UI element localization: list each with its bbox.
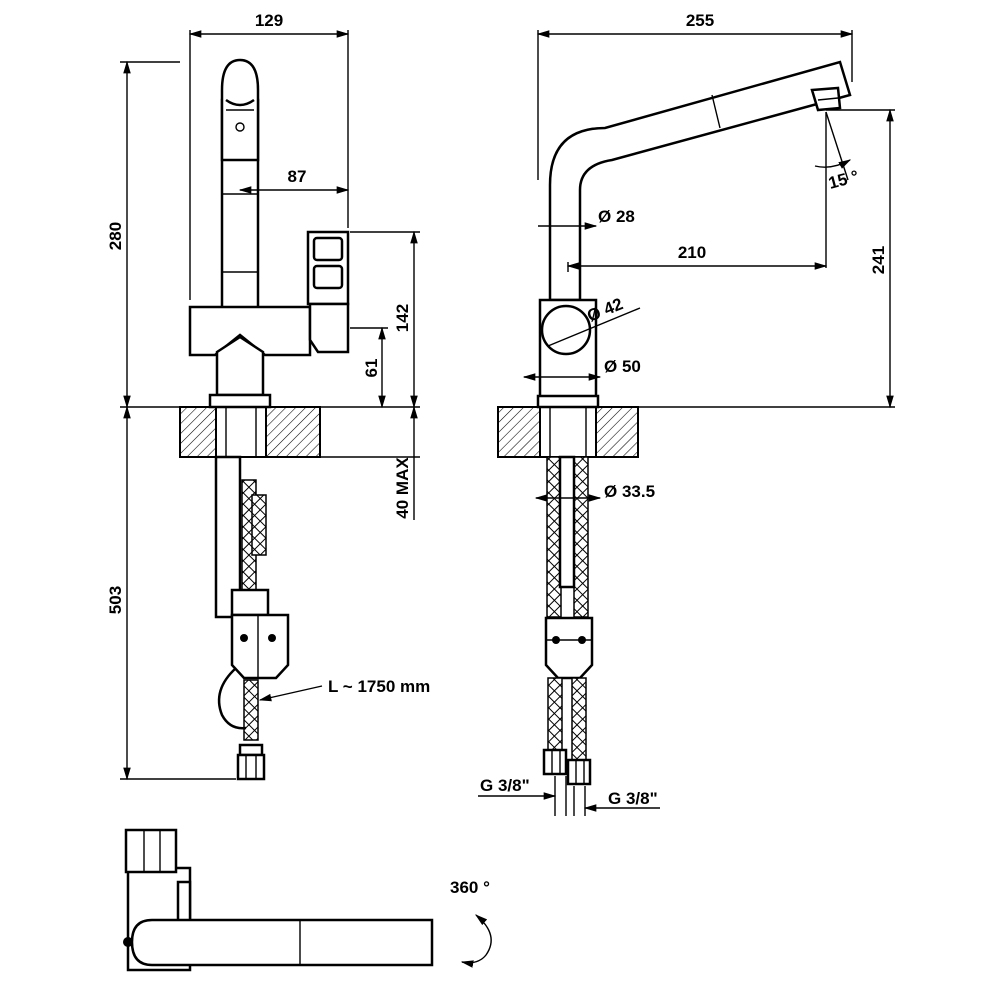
dim-dia-28: Ø 28 (598, 207, 635, 226)
side-view: 255 210 241 15 ° Ø 28 Ø 42 Ø 50 Ø 33.5 (478, 11, 895, 816)
hose-length-label: L ~ 1750 mm (328, 677, 430, 696)
dim-dia-50: Ø 50 (604, 357, 641, 376)
dim-129: 129 (255, 11, 283, 30)
dim-210: 210 (678, 243, 706, 262)
lever-handle (540, 304, 592, 356)
dim-280: 280 (106, 222, 125, 250)
dim-dia-33-5: Ø 33.5 (604, 482, 655, 501)
thread-label-right: G 3/8" (608, 789, 658, 808)
top-view: 360 ° (123, 828, 492, 972)
dim-87: 87 (288, 167, 307, 186)
front-view: 129 87 280 142 61 40 MAX 503 L ~ 1750 mm (106, 11, 430, 781)
thread-label-left: G 3/8" (480, 776, 530, 795)
dim-40-max: 40 MAX (393, 457, 412, 519)
angle-15: 15 ° (826, 167, 861, 193)
dim-142: 142 (393, 304, 412, 332)
dim-503: 503 (106, 586, 125, 614)
dim-61: 61 (362, 359, 381, 378)
rotation-label: 360 ° (450, 878, 490, 897)
dim-241: 241 (869, 246, 888, 274)
dim-255: 255 (686, 11, 714, 30)
